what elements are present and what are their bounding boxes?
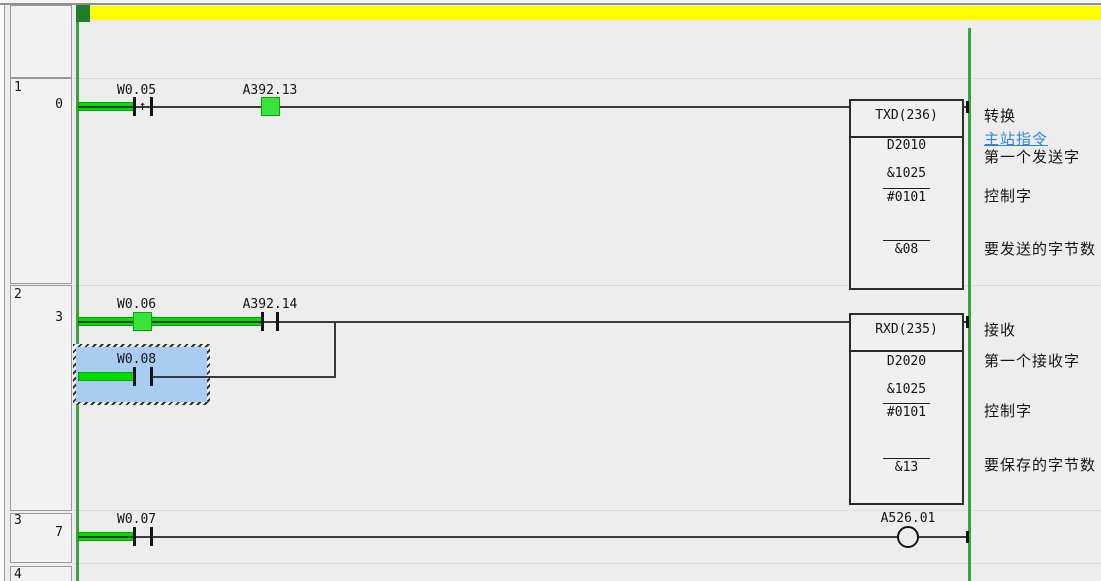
row-divider [73, 78, 1101, 79]
contact-leg [261, 312, 264, 331]
block-operand-3: &13 [894, 460, 919, 475]
contact-leg [150, 367, 153, 386]
contact-label: W0.05 [117, 83, 157, 98]
rung-number-1: 1 [14, 80, 22, 95]
rung2-branch-power-flow [78, 372, 136, 381]
top-border-line [0, 3, 1101, 5]
contact-leg [276, 312, 279, 331]
contact-a392-13-energized[interactable] [261, 97, 280, 116]
rung-margin-cell-3[interactable] [10, 513, 72, 563]
row-divider [73, 285, 1101, 286]
comment-rxd-op2: 控制字 [984, 403, 1033, 420]
monitor-divider [883, 188, 930, 189]
rung-step-2: 3 [55, 310, 63, 325]
rung-margin-cell-1[interactable] [10, 78, 72, 284]
block-operand-2: #0101 [886, 190, 927, 205]
rung-step-1: 0 [55, 97, 63, 112]
rung-start-marker [76, 5, 90, 22]
rung-number-3: 3 [14, 513, 22, 528]
rung-margin-cell-2[interactable] [10, 285, 72, 511]
contact-leg [150, 527, 153, 546]
comment-rxd-title: 接收 [984, 322, 1017, 339]
block-header-divider [851, 350, 962, 352]
rung3-wire-to-rail [919, 536, 968, 538]
instruction-block-txd[interactable]: TXD(236) D2010 &1025 #0101 &08 [849, 99, 964, 290]
contact-w0-06-energized[interactable] [133, 312, 152, 331]
monitor-divider [883, 240, 930, 241]
rung2-branch-wire [152, 376, 336, 378]
right-bus-bar [968, 28, 971, 581]
block-operand-1-value: &1025 [886, 166, 927, 181]
contact-label: W0.07 [117, 512, 157, 527]
comment-rxd-op3: 要保存的字节数 [984, 457, 1097, 474]
selection-box[interactable] [73, 344, 210, 405]
contact-label: W0.06 [117, 297, 157, 312]
block-operand-2: #0101 [886, 405, 927, 420]
rung1-rail-junction [966, 101, 969, 113]
row-divider [73, 563, 1101, 564]
left-bus-bar [76, 5, 79, 581]
block-operand-3: &08 [894, 242, 919, 257]
rung-step-3: 7 [55, 525, 63, 540]
block-operand-1: D2010 [886, 138, 927, 153]
comment-txd-op2: 控制字 [984, 188, 1033, 205]
left-edge-line [4, 5, 5, 581]
contact-leg [133, 97, 136, 116]
contact-leg [133, 367, 136, 386]
rung3-wire [78, 536, 898, 538]
rung2-rail-junction [966, 316, 969, 328]
rung2-branch-vertical [334, 321, 336, 378]
comment-txd-op1: 第一个发送字 [984, 149, 1081, 166]
comment-txd-link: 主站指令 [984, 131, 1049, 148]
coil-label: A526.01 [880, 511, 936, 526]
monitor-divider [883, 458, 930, 459]
rung-highlight-bar [90, 6, 1101, 20]
rung-margin-cell-header[interactable] [10, 5, 72, 78]
comment-txd-op3: 要发送的字节数 [984, 241, 1097, 258]
contact-w0-08[interactable] [133, 367, 153, 386]
row-divider [73, 510, 1101, 511]
left-edge-strip [0, 5, 4, 581]
contact-label: A392.14 [242, 297, 298, 312]
monitor-divider [883, 403, 930, 404]
rising-edge-arrow-icon: ↑ [138, 99, 147, 114]
block-header-divider [851, 136, 962, 138]
instruction-block-rxd[interactable]: RXD(235) D2020 &1025 #0101 &13 [849, 313, 964, 505]
block-title: TXD(236) [875, 108, 938, 123]
rung-number-2: 2 [14, 287, 22, 302]
comment-rxd-op1: 第一个接收字 [984, 353, 1081, 370]
rung-margin-cell-4[interactable] [10, 566, 72, 581]
block-operand-1-value: &1025 [886, 382, 927, 397]
contact-w0-07[interactable] [133, 527, 153, 546]
rung3-rail-junction [966, 531, 969, 543]
rung1-wire [78, 106, 849, 108]
contact-label: A392.13 [242, 83, 298, 98]
contact-label: W0.08 [117, 352, 157, 367]
rung-number-4: 4 [14, 567, 22, 581]
top-strip [0, 0, 1101, 3]
block-operand-1: D2020 [886, 354, 927, 369]
block-title: RXD(235) [875, 322, 938, 337]
contact-w0-05[interactable]: ↑ [133, 97, 153, 116]
contact-leg [150, 97, 153, 116]
comment-txd-title: 转换 [984, 108, 1017, 125]
output-coil-a526-01[interactable] [897, 526, 919, 548]
contact-a392-14[interactable] [261, 312, 279, 331]
contact-leg [133, 527, 136, 546]
rung2-wire [78, 321, 849, 323]
